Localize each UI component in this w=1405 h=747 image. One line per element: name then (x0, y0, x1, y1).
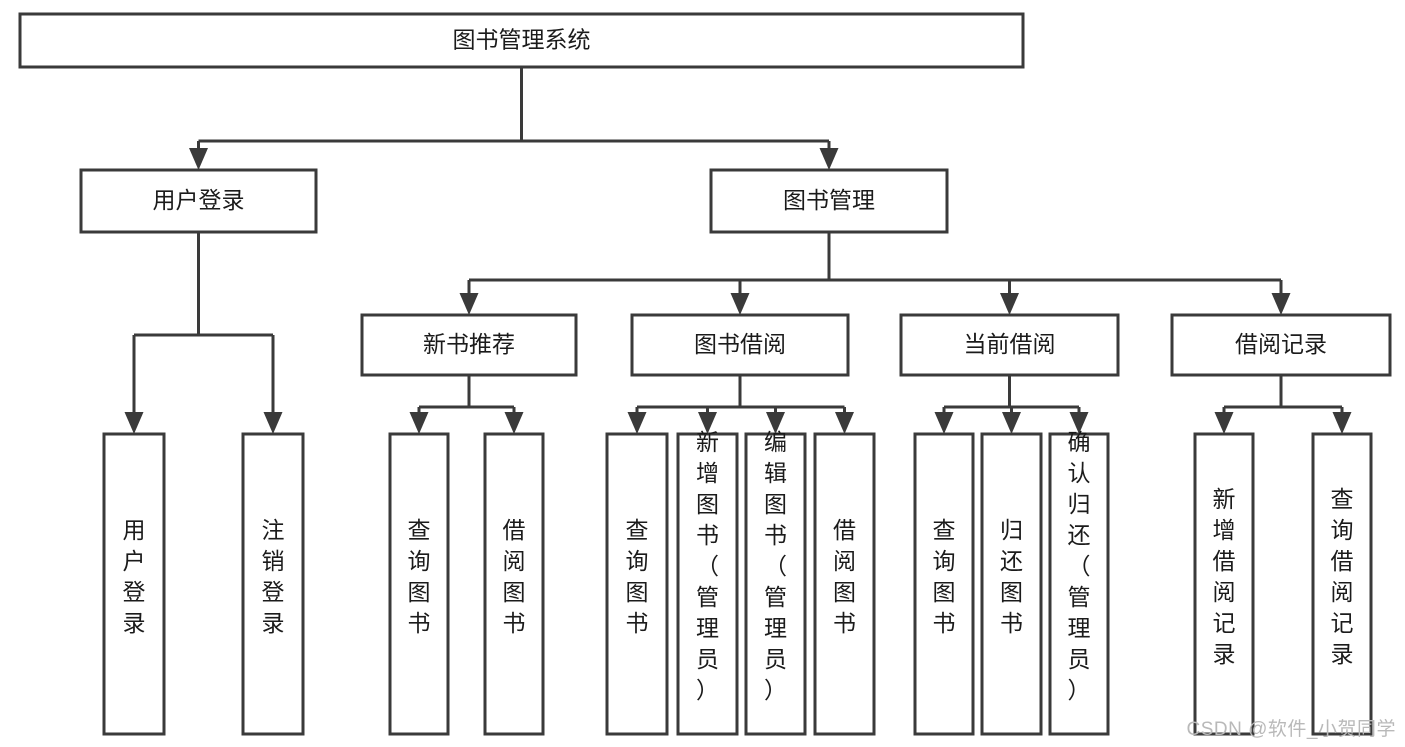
node-box[interactable] (630, 313, 850, 377)
node-box[interactable] (744, 432, 807, 736)
node-label: 注销登录 (262, 517, 285, 636)
node-label: 归还图书 (1000, 517, 1023, 636)
node-leaf11[interactable]: 确认归还（管理员） (1048, 429, 1110, 736)
node-leaf12[interactable]: 新增借阅记录 (1193, 432, 1255, 736)
node-label: 图书管理 (783, 187, 875, 213)
node-label: 新增图书（管理员） (696, 429, 719, 703)
arrow-head-icon (835, 412, 854, 434)
arrow-head-icon (409, 412, 429, 434)
node-box[interactable] (709, 168, 949, 234)
node-label: 用户登录 (153, 187, 245, 213)
node-l1a[interactable]: 用户登录 (79, 168, 318, 234)
node-l2a[interactable]: 新书推荐 (360, 313, 578, 377)
node-leaf03[interactable]: 查询图书 (388, 432, 450, 736)
node-box[interactable] (980, 432, 1043, 736)
node-box[interactable] (18, 12, 1025, 69)
arrow-head-icon (504, 412, 524, 434)
node-box[interactable] (1048, 432, 1110, 736)
node-layer: 图书管理系统用户登录图书管理新书推荐图书借阅当前借阅借阅记录用户登录注销登录查询… (18, 12, 1392, 736)
node-leaf13[interactable]: 查询借阅记录 (1311, 432, 1373, 736)
node-label: 查询借阅记录 (1331, 486, 1354, 667)
watermark-label: CSDN @软件_小贺同学 (1186, 719, 1396, 740)
arrow-head-icon (124, 412, 144, 434)
node-box[interactable] (676, 432, 739, 736)
node-label: 图书管理系统 (453, 27, 591, 53)
node-leaf02[interactable]: 注销登录 (241, 432, 305, 736)
node-box[interactable] (1311, 432, 1373, 736)
node-leaf01[interactable]: 用户登录 (102, 432, 166, 736)
arrow-head-icon (819, 148, 839, 170)
node-label: 查询图书 (933, 517, 956, 636)
node-label: 借阅记录 (1235, 331, 1327, 357)
node-label: 借阅图书 (833, 517, 856, 636)
node-leaf07[interactable]: 编辑图书（管理员） (744, 429, 807, 736)
node-l2b[interactable]: 图书借阅 (630, 313, 850, 377)
arrow-head-icon (1271, 293, 1291, 315)
node-box[interactable] (388, 432, 450, 736)
node-label: 查询图书 (408, 517, 431, 636)
arrow-head-icon (934, 412, 954, 434)
arrow-head-icon (1069, 412, 1089, 434)
node-label: 新增借阅记录 (1213, 486, 1236, 667)
node-box[interactable] (241, 432, 305, 736)
arrow-head-icon (730, 293, 750, 315)
node-leaf06[interactable]: 新增图书（管理员） (676, 429, 739, 736)
arrow-head-icon (1000, 293, 1019, 315)
node-leaf04[interactable]: 借阅图书 (483, 432, 545, 736)
arrow-head-icon (263, 412, 283, 434)
arrow-head-icon (189, 148, 208, 170)
node-box[interactable] (360, 313, 578, 377)
arrow-head-icon (766, 412, 785, 434)
arrow-head-icon (459, 293, 479, 315)
node-box[interactable] (605, 432, 669, 736)
node-l2c[interactable]: 当前借阅 (899, 313, 1120, 377)
node-label: 编辑图书（管理员） (764, 429, 787, 703)
node-box[interactable] (913, 432, 975, 736)
node-box[interactable] (79, 168, 318, 234)
arrow-head-icon (627, 412, 647, 434)
node-label: 确认归还（管理员） (1068, 429, 1091, 703)
node-label: 查询图书 (626, 517, 649, 636)
node-label: 用户登录 (123, 517, 146, 636)
node-leaf05[interactable]: 查询图书 (605, 432, 669, 736)
arrow-head-icon (1332, 412, 1352, 434)
node-l2d[interactable]: 借阅记录 (1170, 313, 1392, 377)
node-leaf09[interactable]: 查询图书 (913, 432, 975, 736)
arrow-head-icon (1214, 412, 1234, 434)
node-l1b[interactable]: 图书管理 (709, 168, 949, 234)
arrow-head-icon (698, 412, 717, 434)
connector-layer (124, 67, 1352, 434)
node-leaf08[interactable]: 借阅图书 (813, 432, 876, 736)
node-box[interactable] (1170, 313, 1392, 377)
node-box[interactable] (813, 432, 876, 736)
node-label: 图书借阅 (694, 331, 786, 357)
node-label: 新书推荐 (423, 331, 515, 357)
node-label: 借阅图书 (503, 517, 526, 636)
node-box[interactable] (899, 313, 1120, 377)
node-box[interactable] (483, 432, 545, 736)
node-leaf10[interactable]: 归还图书 (980, 432, 1043, 736)
node-root[interactable]: 图书管理系统 (18, 12, 1025, 69)
node-box[interactable] (102, 432, 166, 736)
node-label: 当前借阅 (964, 331, 1056, 357)
node-box[interactable] (1193, 432, 1255, 736)
arrow-head-icon (1002, 412, 1021, 434)
